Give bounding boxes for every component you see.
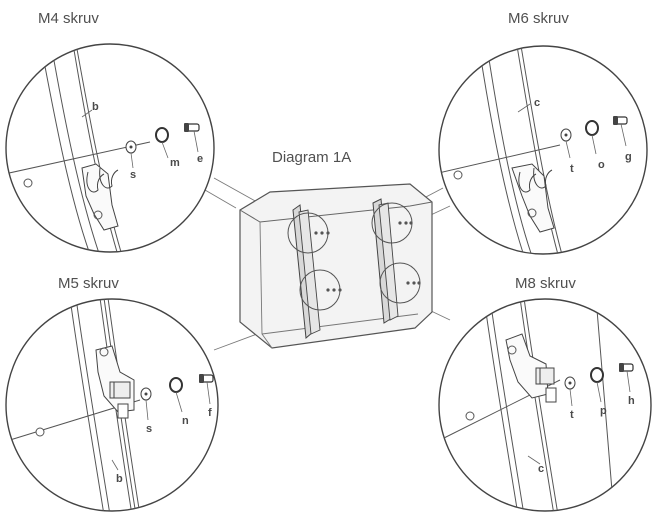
label-e: e xyxy=(197,153,203,165)
label-c: c xyxy=(538,463,544,475)
detail-circle-m8: t p h c xyxy=(438,298,652,512)
label-f: f xyxy=(208,407,212,419)
label-s: s xyxy=(130,169,136,181)
detail-circle-m5: s n f b xyxy=(5,298,219,512)
label-c: c xyxy=(534,97,540,109)
diagram-title: Diagram 1A xyxy=(272,149,352,166)
label-m: m xyxy=(170,157,180,169)
label-h: h xyxy=(628,395,635,407)
label-b: b xyxy=(92,101,99,113)
central-mounting-plate xyxy=(239,183,433,349)
heading-m4: M4 skruv xyxy=(38,10,99,27)
heading-m8: M8 skruv xyxy=(515,275,576,292)
label-g: g xyxy=(625,151,632,163)
heading-m6: M6 skruv xyxy=(508,10,569,27)
heading-m5: M5 skruv xyxy=(58,275,119,292)
label-t: t xyxy=(570,409,574,421)
label-o: o xyxy=(598,159,605,171)
label-p: p xyxy=(600,405,607,417)
label-s: s xyxy=(146,423,152,435)
detail-circle-m4: b s m e xyxy=(5,43,215,253)
detail-circle-m6: c t o g xyxy=(438,45,648,255)
label-n: n xyxy=(182,415,189,427)
label-t: t xyxy=(570,163,574,175)
label-b: b xyxy=(116,473,123,485)
